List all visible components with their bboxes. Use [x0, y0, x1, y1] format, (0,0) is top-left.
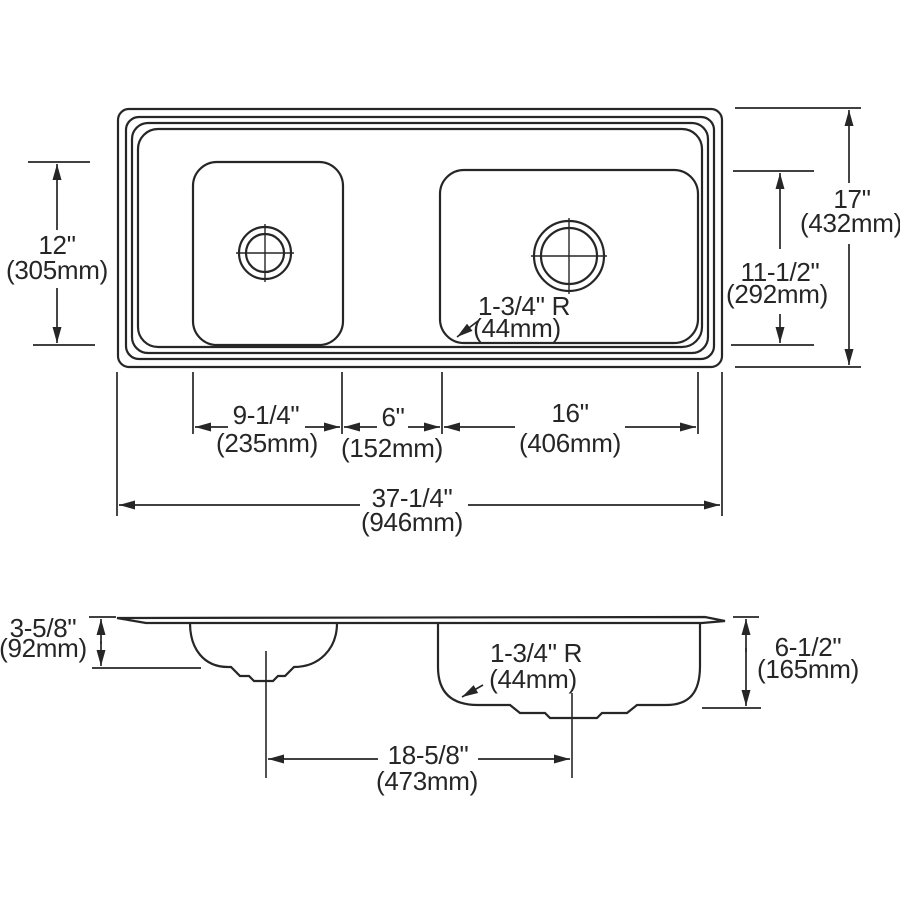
dim-label-mm: (92mm): [0, 633, 87, 663]
dim-label-inch: 6": [381, 402, 404, 432]
sink-rim-line-3: [130, 121, 710, 355]
rim-profile: [116, 615, 726, 625]
dim-overall-length: 17" (432mm): [735, 107, 900, 368]
dim-label-inch: 11-1/2": [741, 257, 820, 287]
dim-label-inch: 12": [38, 230, 75, 260]
dim-label-mm: (946mm): [361, 507, 463, 537]
dim-label-mm: (473mm): [376, 766, 478, 796]
left-bowl-plan: [191, 160, 345, 347]
dim-label-mm: (432mm): [800, 208, 900, 238]
dim-label-mm: (152mm): [341, 433, 443, 463]
elevation-radius-label-mm: (44mm): [489, 664, 577, 694]
plan-radius-label-mm: (44mm): [473, 313, 561, 343]
dim-overall-depth: 6-1/2" (165mm): [702, 616, 859, 709]
dim-drain-centers: 18-5/8" (473mm): [268, 740, 570, 796]
dim-left-bowl-width: 9-1/4" (235mm): [195, 400, 340, 458]
left-drain-plan: [236, 224, 294, 282]
elevation-radius-note: 1-3/4" R (44mm): [461, 638, 582, 698]
dim-label-inch: 16": [551, 398, 588, 428]
dim-label-mm: (305mm): [6, 255, 108, 285]
plan-radius-leader-arrow: [456, 320, 479, 338]
left-bowl-profile: [188, 622, 339, 683]
dim-right-bowl-length: 11-1/2" (292mm): [726, 170, 828, 346]
dim-overall-width: 37-1/4" (946mm): [119, 483, 720, 537]
dim-left-bowl-length: 12" (305mm): [6, 161, 108, 346]
plan-view: 1-3/4" R (44mm) 12" (305mm) 17" (432mm): [6, 107, 900, 537]
dim-label-mm: (292mm): [726, 279, 828, 309]
dim-label-mm: (165mm): [757, 654, 859, 684]
dim-bowl-gap: 6" (152mm): [341, 402, 443, 463]
elevation-radius-label-inch: 1-3/4" R: [490, 638, 582, 668]
dim-label-mm: (406mm): [519, 428, 621, 458]
dim-right-bowl-width: 16" (406mm): [444, 398, 696, 458]
dim-label-inch: 18-5/8": [388, 740, 469, 770]
right-bowl-profile: [436, 623, 702, 720]
elevation-view: 1-3/4" R (44mm) 3-5/8" (92mm) 6-1/2" (16…: [0, 613, 859, 796]
sink-outer-edge: [116, 107, 724, 369]
dim-label-inch: 6-1/2": [775, 632, 842, 662]
dim-label-inch: 9-1/4": [233, 400, 300, 430]
dim-left-bowl-depth: 3-5/8" (92mm): [0, 613, 201, 669]
plan-radius-label-inch: 1-3/4" R: [478, 291, 570, 321]
right-drain-plan: [531, 218, 607, 294]
dim-label-inch: 37-1/4": [372, 483, 453, 513]
right-bowl-plan: [438, 168, 700, 345]
dim-label-mm: (235mm): [216, 428, 318, 458]
sink-rim-line-2: [124, 115, 716, 361]
plan-bottom-extension-lines: [116, 372, 723, 516]
sink-deck-line: [136, 127, 704, 349]
dim-label-inch: 3-5/8": [10, 613, 77, 643]
dim-label-inch: 17": [833, 184, 870, 214]
plan-radius-note: 1-3/4" R (44mm): [456, 291, 570, 343]
elevation-radius-leader-arrow: [461, 684, 484, 698]
